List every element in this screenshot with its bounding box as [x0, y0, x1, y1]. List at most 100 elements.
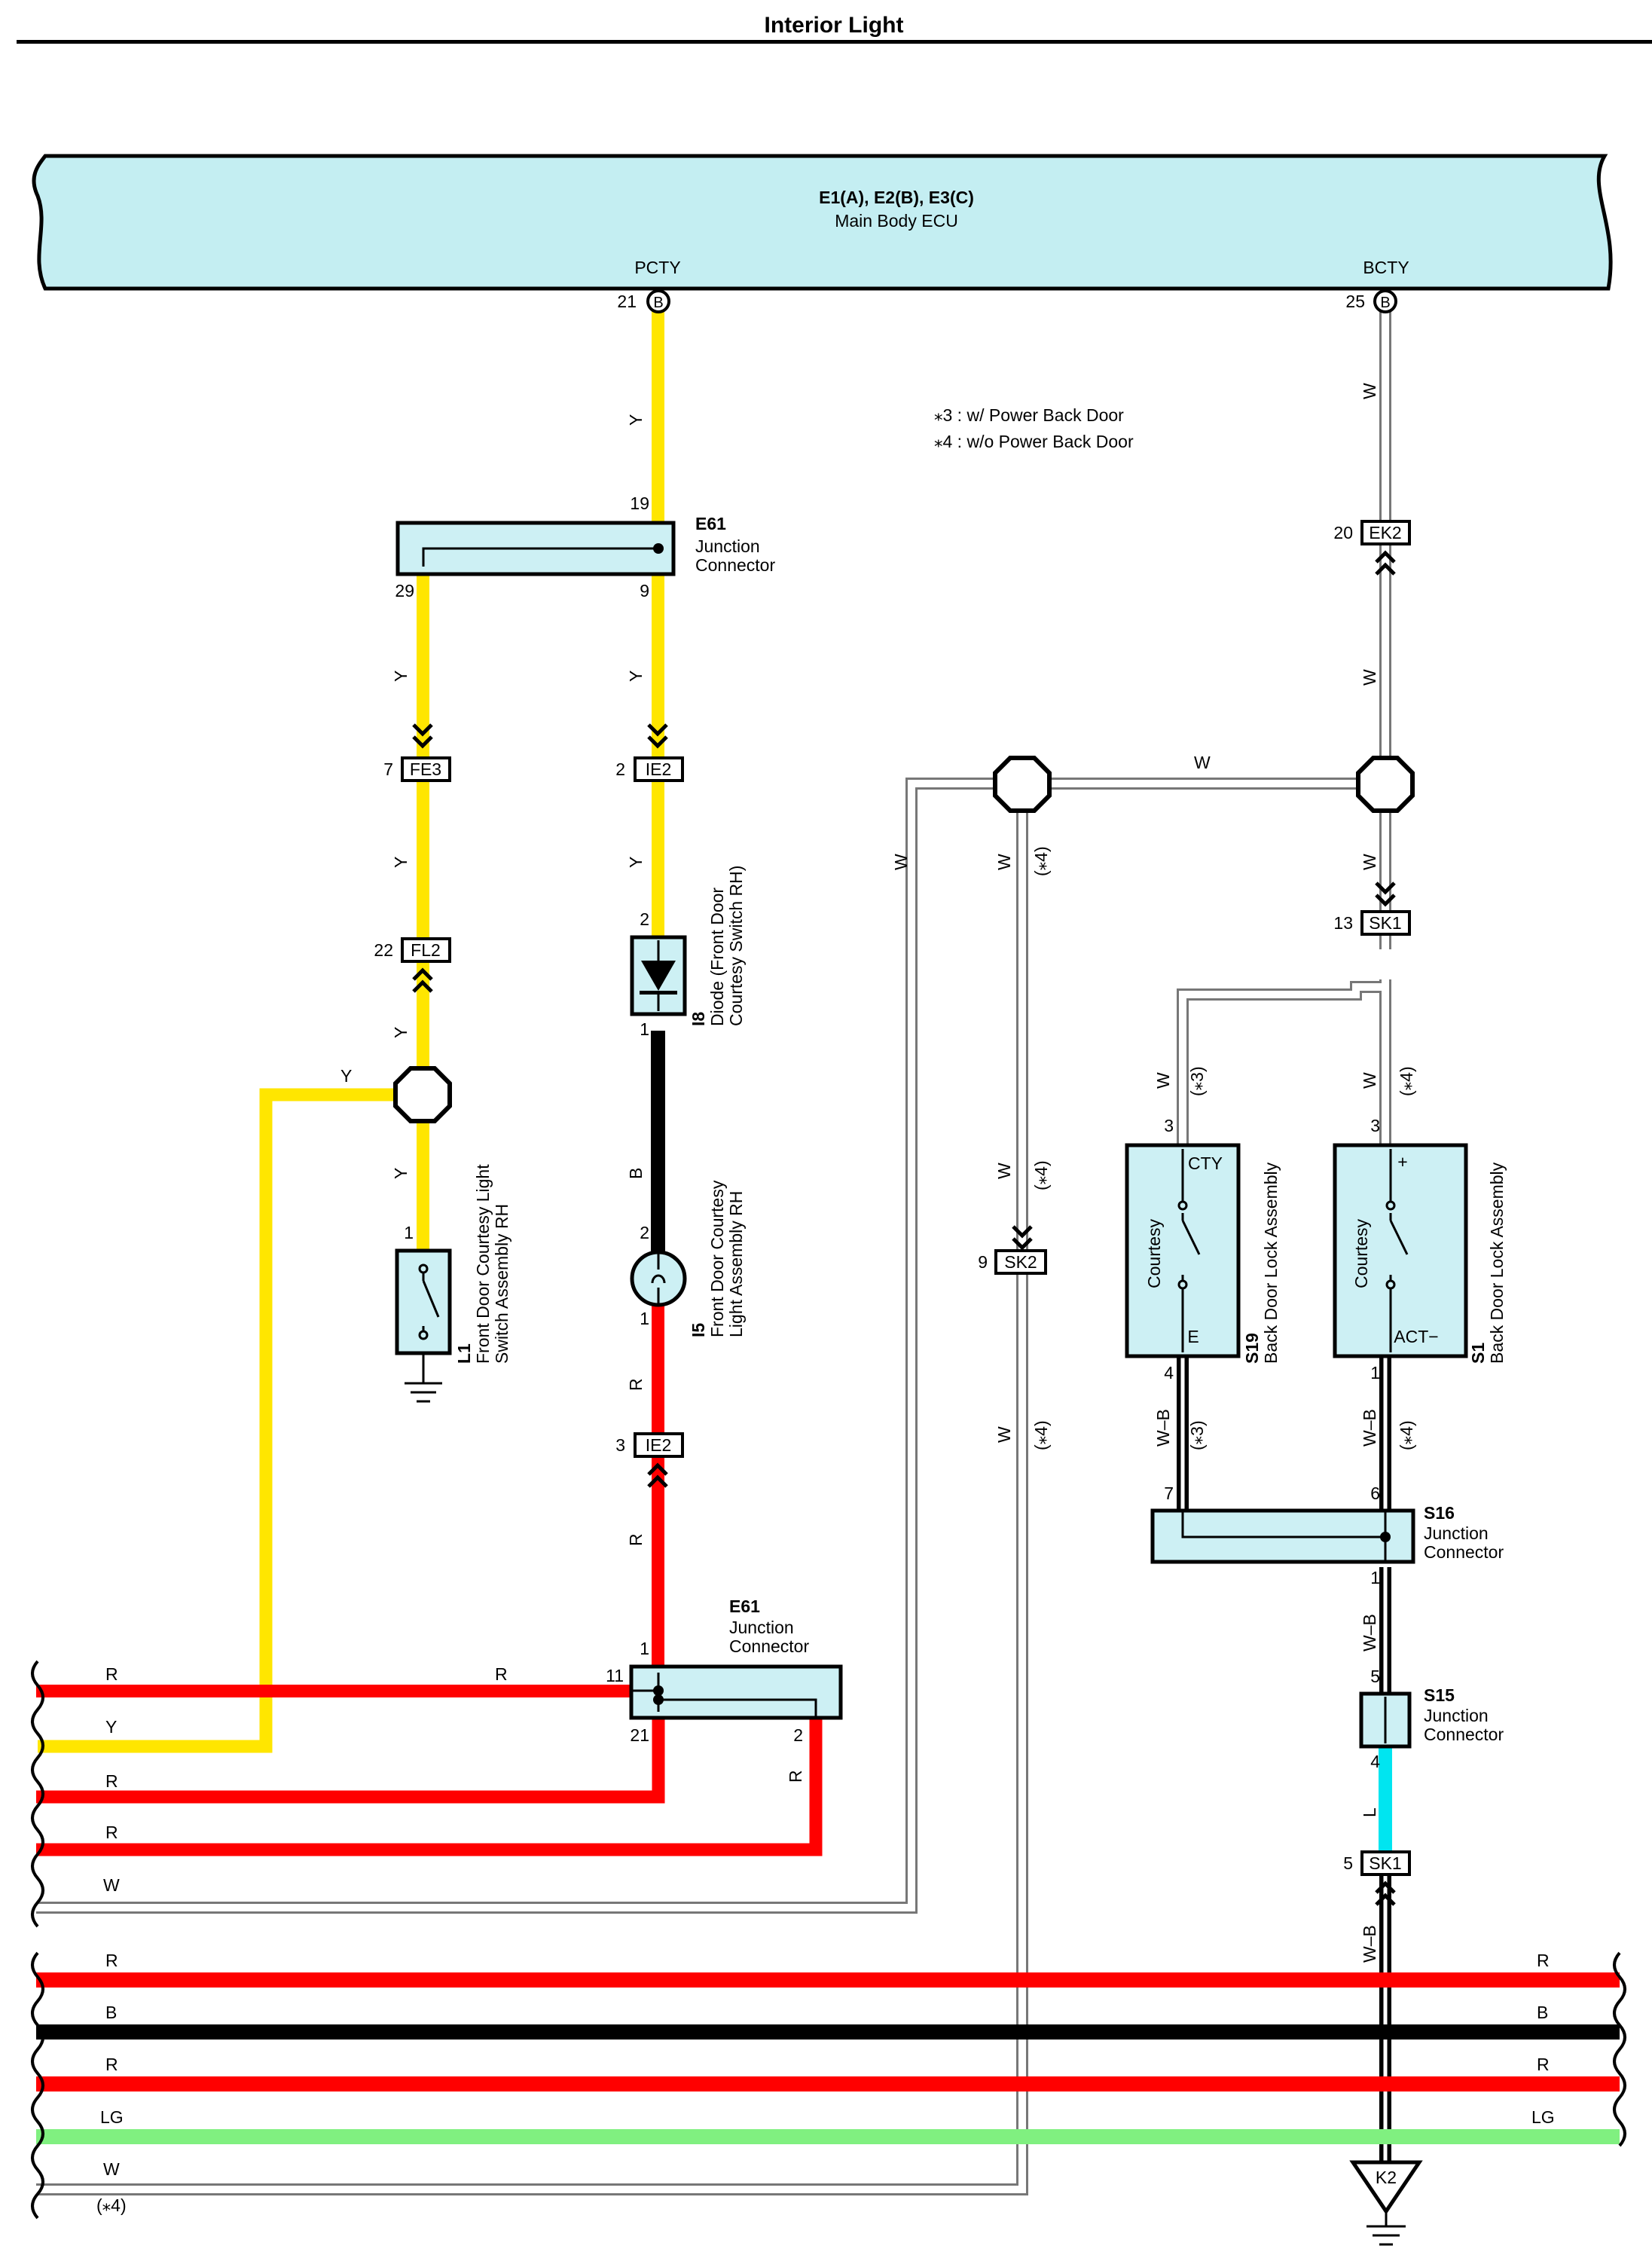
note-wo-power-back-door: ⁎4 : w/o Power Back Door: [934, 432, 1134, 451]
svg-text:21: 21: [630, 1725, 649, 1745]
s19-back-door-lock: CTY E Courtesy 3 4 S19 Back Door Lock As…: [1125, 1116, 1281, 1383]
svg-text:W–B: W–B: [1153, 1409, 1173, 1447]
wire-y-splice-harness: [38, 1088, 417, 1753]
svg-text:W: W: [1360, 854, 1379, 870]
svg-text:W–B: W–B: [1360, 1925, 1379, 1963]
wire-y-e61-i8: [652, 574, 664, 937]
svg-text:SK2: SK2: [1004, 1252, 1037, 1272]
ecu-term-bcty: BCTY: [1363, 258, 1409, 277]
svg-text:R: R: [105, 1771, 118, 1791]
connector-ek2: EK2 20: [1333, 520, 1411, 576]
main-body-ecu: E1(A), E2(B), E3(C) Main Body ECU PCTY B…: [32, 154, 1613, 291]
svg-text:W: W: [1360, 1072, 1379, 1089]
harness-row-r1: [36, 1972, 1620, 1988]
svg-text:1: 1: [1370, 1568, 1380, 1587]
wire-r-harness-1: [36, 1685, 631, 1697]
l1-line2: Switch Assembly RH: [492, 1204, 511, 1364]
svg-text:2: 2: [640, 909, 649, 929]
harness-row-lg: [36, 2129, 1620, 2144]
ground-icon-l1: [405, 1353, 442, 1403]
svg-text:W–B: W–B: [1360, 1409, 1379, 1447]
ecu-body: [32, 154, 1613, 291]
ecu-name-label: Main Body ECU: [835, 211, 958, 231]
svg-text:9: 9: [978, 1252, 988, 1272]
note-w-power-back-door: ⁎3 : w/ Power Back Door: [934, 405, 1124, 425]
svg-text:W: W: [103, 2159, 120, 2179]
ecu-term-pcty: PCTY: [634, 258, 680, 277]
wire-y-ecu-e61: [652, 310, 664, 530]
e61-top-line1: Junction: [695, 536, 760, 556]
svg-text:ACT−: ACT−: [1394, 1327, 1438, 1346]
svg-text:W: W: [994, 1163, 1014, 1179]
s16-line1: Junction: [1424, 1523, 1489, 1543]
svg-text:(⁎4): (⁎4): [96, 2195, 127, 2215]
splice-w-left: [993, 756, 1052, 813]
svg-text:20: 20: [1333, 523, 1353, 542]
svg-text:W: W: [1194, 753, 1211, 772]
svg-text:Y: Y: [391, 1027, 411, 1038]
svg-text:4: 4: [1370, 1752, 1380, 1771]
svg-text:Y: Y: [626, 414, 646, 426]
svg-text:Y: Y: [391, 671, 411, 682]
svg-text:R: R: [626, 1533, 646, 1546]
svg-text:W: W: [1360, 669, 1379, 686]
svg-text:Y: Y: [626, 857, 646, 868]
svg-text:R: R: [786, 1770, 805, 1783]
splice-y-l1: [393, 1066, 452, 1123]
svg-text:E: E: [1187, 1327, 1199, 1346]
svg-text:CTY: CTY: [1188, 1153, 1223, 1173]
splice-w-right: [1356, 756, 1415, 813]
i8-diode: 2 1 I8 Diode (Front Door Courtesy Switch…: [630, 866, 746, 1039]
ground-icon-k2: [1366, 2211, 1406, 2246]
svg-text:W–B: W–B: [1360, 1614, 1379, 1651]
s16-code: S16: [1424, 1503, 1455, 1523]
e61-top-code: E61: [695, 514, 726, 533]
svg-text:(⁎4): (⁎4): [1397, 1066, 1416, 1096]
svg-text:LG: LG: [100, 2107, 124, 2127]
e61-top-pin-left: 29: [395, 581, 414, 600]
svg-text:R: R: [105, 1823, 118, 1842]
s1-code: S1: [1468, 1343, 1488, 1364]
wire-labels: Y Y Y Y Y Y Y Y B R R R R W W W W W (⁎4)…: [340, 383, 1416, 1963]
svg-text:R: R: [105, 1951, 118, 1970]
svg-text:2: 2: [793, 1725, 803, 1745]
svg-text:Courtesy: Courtesy: [1144, 1218, 1164, 1288]
svg-text:2: 2: [615, 759, 625, 779]
svg-text:(⁎4): (⁎4): [1031, 1420, 1051, 1450]
svg-text:(⁎3): (⁎3): [1187, 1420, 1207, 1450]
svg-text:Y: Y: [340, 1066, 352, 1086]
svg-text:SK1: SK1: [1369, 913, 1401, 933]
e61-top-line2: Connector: [695, 555, 775, 575]
svg-text:W: W: [1360, 383, 1379, 399]
svg-text:3: 3: [615, 1435, 625, 1455]
svg-text:B: B: [1537, 2003, 1548, 2022]
s16-junction: S16 Junction Connector 7 6 1: [1150, 1483, 1504, 1587]
s16-line2: Connector: [1424, 1542, 1504, 1562]
white-wires: [36, 310, 1391, 2195]
svg-text:(⁎4): (⁎4): [1031, 846, 1051, 876]
i8-code: I8: [689, 1012, 708, 1026]
connector-fe3: FE3 7: [383, 723, 451, 782]
svg-text:R: R: [105, 2055, 118, 2074]
i8-line1: Diode (Front Door: [707, 888, 727, 1026]
e61-top-junction: E61 Junction Connector 19 29 9: [395, 493, 775, 600]
wire-b-i8-i5: [651, 1031, 665, 1257]
svg-text:W: W: [103, 1875, 120, 1895]
svg-text:22: 22: [374, 940, 393, 960]
i8-line2: Courtesy Switch RH): [726, 866, 746, 1026]
svg-text:R: R: [1537, 2055, 1550, 2074]
connector-sk2: SK2 9: [978, 1225, 1047, 1275]
s19-name: Back Door Lock Assembly: [1261, 1162, 1281, 1364]
svg-text:EK2: EK2: [1369, 523, 1401, 542]
wire-r-harness-4: [36, 1710, 823, 1856]
svg-text:FL2: FL2: [411, 940, 441, 960]
harness-row-b: [36, 2024, 1620, 2040]
svg-text:SK1: SK1: [1369, 1853, 1401, 1873]
wb-wires: [1177, 1356, 1391, 2162]
ecu-terminal-pcty: [646, 289, 670, 313]
svg-text:6: 6: [1370, 1483, 1380, 1503]
diode-icon: [641, 961, 676, 991]
e61-top-pin-in: 19: [630, 493, 649, 513]
svg-text:1: 1: [1370, 1363, 1380, 1383]
